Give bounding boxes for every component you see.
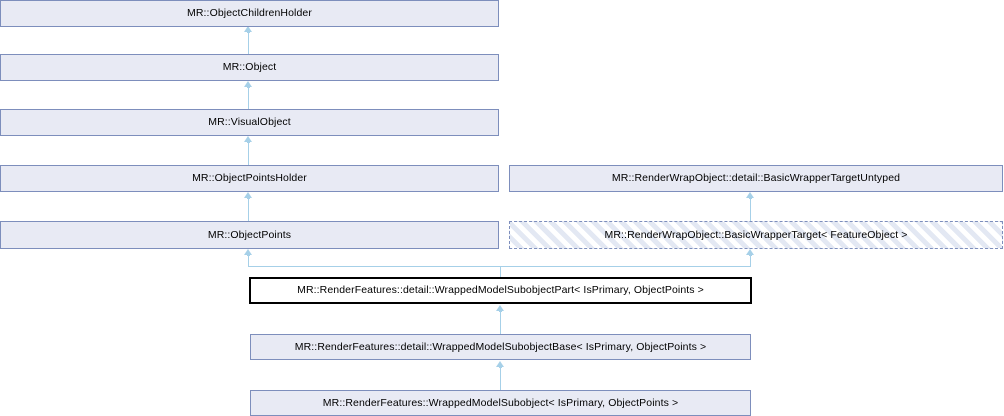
edge-part-to-basicwrappertarget xyxy=(750,256,751,267)
class-node-label: MR::RenderWrapObject::detail::BasicWrapp… xyxy=(611,172,901,185)
class-node-object-children-holder[interactable]: MR::ObjectChildrenHolder xyxy=(0,0,499,27)
edge-arrowhead-basicwrappertarget xyxy=(746,249,754,255)
edge-basicwrappertarget-to-untyped xyxy=(750,199,751,221)
edge-arrowhead-part xyxy=(496,305,504,311)
class-node-label: MR::ObjectPointsHolder xyxy=(192,172,307,185)
class-node-label: MR::RenderFeatures::WrappedModelSubobjec… xyxy=(322,396,679,409)
edge-arrowhead-objectpointsholder xyxy=(244,192,252,198)
edge-junction-stub xyxy=(500,266,501,277)
edge-visualobject-to-object xyxy=(248,88,249,109)
edge-subobject-to-base xyxy=(500,368,501,390)
class-node-object[interactable]: MR::Object xyxy=(0,54,499,81)
class-node-visual-object[interactable]: MR::VisualObject xyxy=(0,109,499,136)
class-node-label: MR::RenderWrapObject::BasicWrapperTarget… xyxy=(604,228,908,241)
class-node-label: MR::VisualObject xyxy=(208,116,291,129)
class-node-wrapped-model-subobject-base[interactable]: MR::RenderFeatures::detail::WrappedModel… xyxy=(250,334,751,360)
edge-objectpoints-to-objectpointsholder xyxy=(248,199,249,221)
edge-junction-bar xyxy=(248,266,751,267)
class-node-wrapped-model-subobject[interactable]: MR::RenderFeatures::WrappedModelSubobjec… xyxy=(250,390,751,416)
edge-arrowhead-basicwrappertargetuntyped xyxy=(746,192,754,198)
class-node-wrapped-model-subobject-part[interactable]: MR::RenderFeatures::detail::WrappedModel… xyxy=(249,277,752,304)
class-node-object-points-holder[interactable]: MR::ObjectPointsHolder xyxy=(0,165,499,192)
class-node-basic-wrapper-target-untyped[interactable]: MR::RenderWrapObject::detail::BasicWrapp… xyxy=(509,165,1003,192)
edge-objectpointsholder-to-visualobject xyxy=(248,143,249,165)
edge-object-to-objectchildrenholder xyxy=(248,33,249,54)
class-node-label: MR::ObjectChildrenHolder xyxy=(187,7,312,20)
class-node-label: MR::RenderFeatures::detail::WrappedModel… xyxy=(297,284,704,297)
edge-arrowhead-objectpoints xyxy=(244,249,252,255)
class-node-label: MR::Object xyxy=(222,61,277,74)
edge-arrowhead-visualobject xyxy=(244,136,252,142)
class-node-label: MR::RenderFeatures::detail::WrappedModel… xyxy=(294,340,707,353)
edge-part-to-objectpoints xyxy=(248,256,249,267)
class-node-object-points[interactable]: MR::ObjectPoints xyxy=(0,221,499,249)
edge-base-to-part xyxy=(500,312,501,334)
edge-arrowhead-objectchildrenholder xyxy=(244,26,252,32)
class-node-label: MR::ObjectPoints xyxy=(207,228,292,241)
class-node-basic-wrapper-target-feature-object[interactable]: MR::RenderWrapObject::BasicWrapperTarget… xyxy=(509,221,1003,249)
edge-arrowhead-object xyxy=(244,81,252,87)
edge-arrowhead-base xyxy=(496,361,504,367)
